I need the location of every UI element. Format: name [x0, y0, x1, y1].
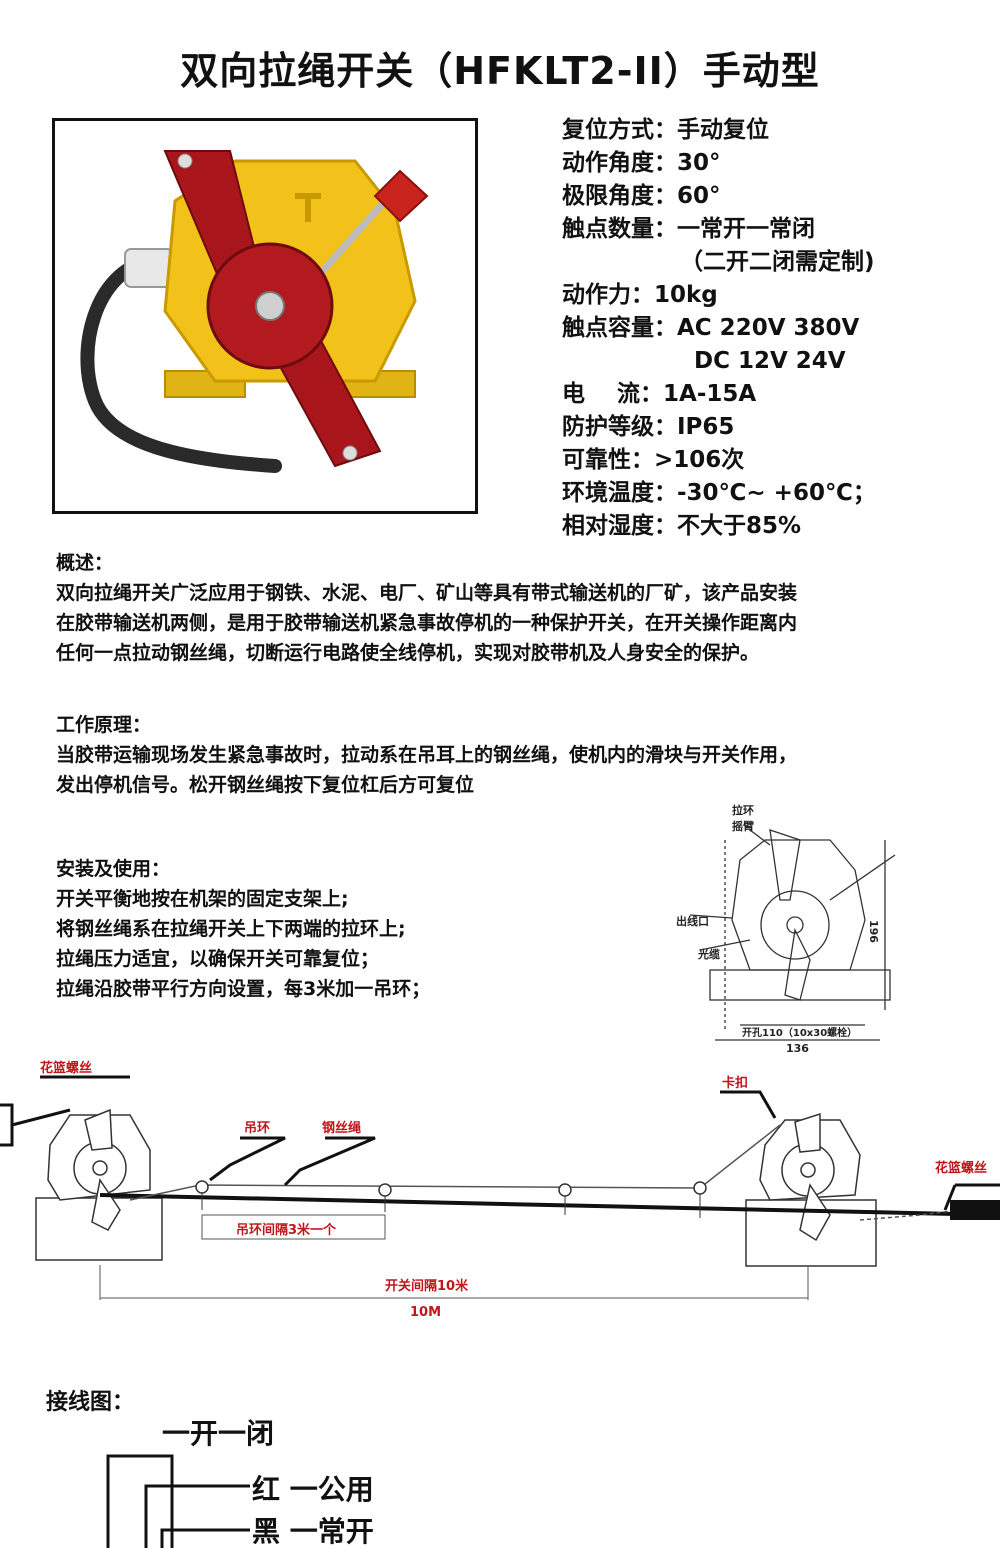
install-line-3: 拉绳压力适宜，以确保开关可靠复位；: [56, 948, 380, 970]
wiring-heading: 接线图：: [46, 1390, 135, 1415]
handle-grip-shape: [373, 169, 429, 223]
spec-current: 电 流：1A-15A: [562, 381, 757, 407]
spec-capacity-dc: DC 12V 24V: [694, 348, 846, 374]
install-line-4: 拉绳沿胶带平行方向设置，每3米加一吊环；: [56, 978, 431, 1000]
page-title: 双向拉绳开关（HFKLT2-II）手动型: [180, 49, 820, 93]
install-line-1: 开关平衡地按在机架的固定支架上;: [56, 888, 349, 910]
spec-reliability: 可靠性：>106次: [562, 447, 745, 473]
principle-line-1: 当胶带运输现场发生紧急事故时，拉动系在吊耳上的钢丝绳，使机内的滑块与开关作用，: [56, 744, 798, 766]
cable-shape: [80, 254, 282, 473]
label-cable: 光缆: [697, 947, 720, 961]
spec-capacity: 触点容量：AC 220V 380V: [562, 315, 860, 341]
spec-contacts-note: （二开二闭需定制): [680, 249, 875, 275]
spec-protection: 防护等级：IP65: [562, 414, 735, 440]
principle-heading: 工作原理：: [56, 714, 152, 736]
overview-line-2: 在胶带输送机两侧，是用于胶带输送机紧急事故停机的一种保护开关，在开关操作距离内: [56, 612, 798, 634]
overview-section: 概述： 双向拉绳开关广泛应用于钢铁、水泥、电厂、矿山等具有带式输送机的厂矿，该产…: [56, 548, 956, 668]
spec-list: 复位方式：手动复位 动作角度：30° 极限角度：60° 触点数量：一常开一常闭 …: [562, 114, 992, 543]
label-turnbuckle-left: 花篮螺丝: [40, 1060, 92, 1076]
spec-temperature: 环境温度：-30℃~ +60℃；: [562, 480, 876, 506]
installation-diagram: 花篮螺丝 卡扣 花篮螺丝 吊环 钢丝绳 吊环间隔3米一个 开关间隔10米 10M: [0, 1060, 1000, 1320]
spec-humidity: 相对湿度：不大于85%: [562, 513, 802, 539]
principle-section: 工作原理： 当胶带运输现场发生紧急事故时，拉动系在吊耳上的钢丝绳，使机内的滑块与…: [56, 710, 956, 800]
install-heading: 安装及使用：: [56, 858, 171, 880]
wire-red-common: 红 一公用: [252, 1473, 374, 1506]
label-distance: 10M: [410, 1305, 441, 1320]
left-switch-shape: [47, 1108, 151, 1231]
spec-contacts: 触点数量：一常开一常闭: [562, 216, 815, 242]
spec-limit-angle: 极限角度：60°: [562, 183, 721, 209]
label-outlet: 出线口: [676, 914, 709, 928]
spec-action-angle: 动作角度：30°: [562, 150, 721, 176]
label-switch-spacing: 开关间隔10米: [385, 1278, 469, 1294]
product-photo-frame: [52, 118, 478, 514]
wiring-subtitle: 一开一闭: [162, 1417, 275, 1450]
label-hole: 开孔110（10x30螺栓）: [742, 1026, 857, 1039]
label-height: 196: [867, 920, 880, 943]
overview-line-3: 任何一点拉动钢丝绳，切断运行电路使全线停机，实现对胶带机及人身安全的保护。: [56, 642, 760, 664]
overview-line-1: 双向拉绳开关广泛应用于钢铁、水泥、电厂、矿山等具有带式输送机的厂矿，该产品安装: [56, 582, 798, 604]
overview-heading: 概述：: [56, 552, 114, 574]
right-switch-shape: [759, 1112, 861, 1242]
label-pull-ring: 拉环: [732, 803, 754, 817]
install-section: 安装及使用： 开关平衡地按在机架的固定支架上; 将钢丝绳系在拉绳开关上下两端的拉…: [56, 854, 656, 1004]
spec-reset: 复位方式：手动复位: [562, 117, 769, 143]
label-hanging-ring: 吊环: [244, 1121, 270, 1136]
label-width: 136: [786, 1042, 809, 1055]
dimension-drawing: 拉环 摇臂 出线口 光缆 196 开孔110（10x30螺栓） 136: [676, 803, 896, 1055]
center-bolt-shape: [255, 291, 285, 321]
label-wire-rope: 钢丝绳: [322, 1120, 361, 1136]
label-clip: 卡扣: [722, 1075, 748, 1091]
label-ring-spacing: 吊环间隔3米一个: [236, 1222, 337, 1238]
spec-force: 动作力：10kg: [562, 282, 718, 308]
wiring-lines: [106, 1454, 250, 1548]
label-turnbuckle-right: 花篮螺丝: [935, 1160, 987, 1176]
cable-gland-shape: [124, 248, 174, 288]
product-illustration: [80, 150, 429, 473]
wire-black-no: 黑 一常开: [252, 1515, 374, 1548]
install-line-2: 将钢丝绳系在拉绳开关上下两端的拉环上;: [56, 918, 406, 940]
label-lever: 摇臂: [732, 819, 754, 833]
principle-line-2: 发出停机信号。松开钢丝绳按下复位杠后方可复位: [56, 774, 475, 796]
